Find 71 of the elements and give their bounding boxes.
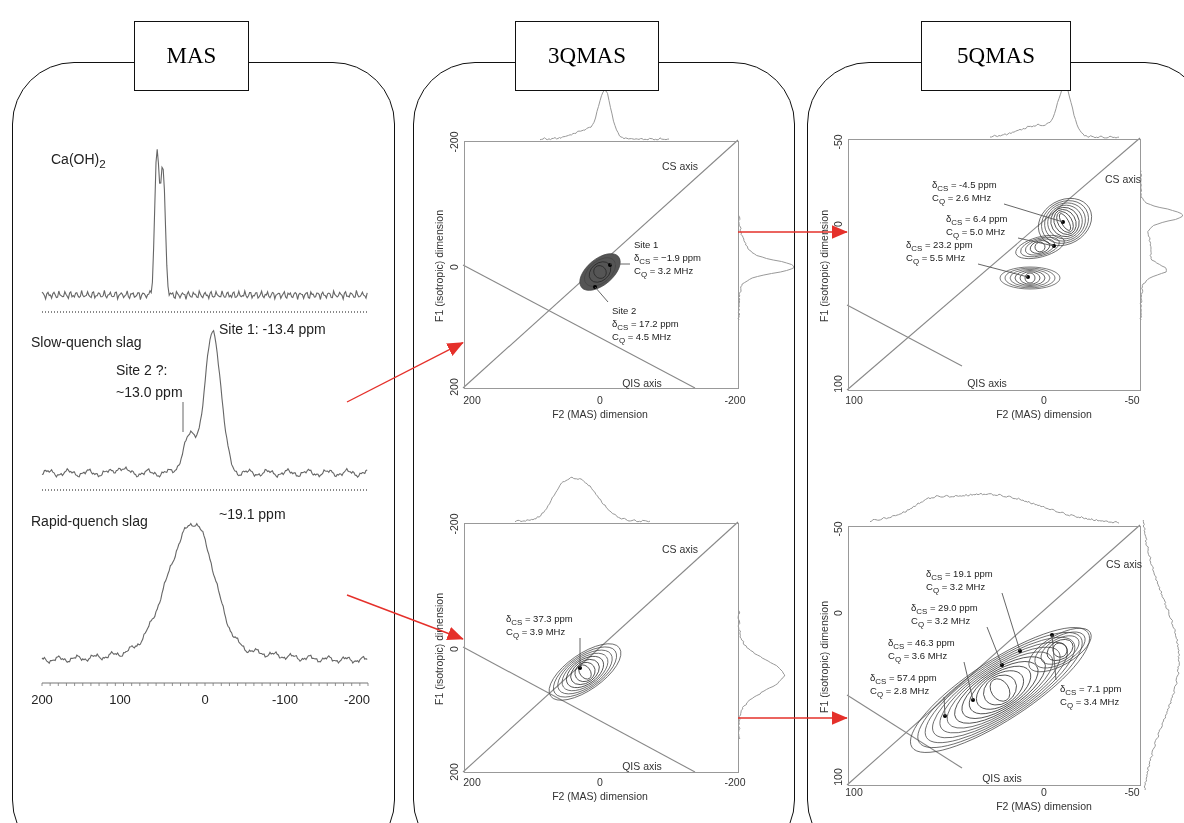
axis-label: QIS axis	[967, 377, 1007, 389]
tick-label: 200	[31, 692, 53, 707]
spectrum-label: Slow-quench slag	[31, 334, 142, 350]
tick-label: 0	[832, 221, 844, 227]
tick-label: -50	[832, 134, 844, 150]
tick-label: -200	[724, 394, 746, 406]
axis-title: F2 (MAS) dimension	[552, 408, 648, 420]
arrow	[346, 342, 464, 403]
peak-label: Site 2 ?: ~13.0 ppm	[116, 361, 184, 402]
leader-line	[986, 626, 1003, 666]
leader-line	[1017, 237, 1055, 247]
tick-label: 100	[832, 375, 844, 393]
leader-line	[1001, 592, 1021, 652]
axis-label: QIS axis	[982, 772, 1022, 784]
axis-title: F1 (isotropic) dimension	[433, 210, 445, 322]
panel-title: 3QMAS	[515, 21, 659, 91]
tick-label: 100	[109, 692, 131, 707]
axis-label: CS axis	[1104, 173, 1142, 185]
tick-label: -50	[832, 521, 844, 537]
tick-label: 0	[597, 394, 603, 406]
tick-label: 200	[448, 763, 460, 781]
leader-line	[943, 696, 946, 717]
tick-label: 0	[448, 646, 460, 652]
axis-label: CS axis	[661, 160, 699, 172]
tick-label: 0	[832, 610, 844, 616]
axis-title: F2 (MAS) dimension	[552, 790, 648, 802]
tick-label: 200	[463, 776, 481, 788]
arrow	[737, 711, 848, 725]
annotation-text: Site 1	[634, 238, 659, 251]
leader-line	[609, 263, 631, 265]
tick-label: 0	[1041, 786, 1047, 798]
tick-label: 0	[1041, 394, 1047, 406]
axis-label: CS axis	[1105, 558, 1143, 570]
tick-label: 100	[832, 768, 844, 786]
tick-label: -200	[448, 513, 460, 535]
leader-line	[579, 637, 581, 669]
tick-label: 200	[448, 378, 460, 396]
spectrum-label: Rapid-quench slag	[31, 513, 148, 529]
arrow	[737, 225, 848, 239]
axis-label: CS axis	[661, 543, 699, 555]
tick-label: 0	[201, 692, 209, 707]
tick-label: -200	[344, 692, 370, 707]
axis-title: F1 (isotropic) dimension	[818, 210, 830, 322]
arrow	[346, 594, 464, 640]
tick-label: 0	[597, 776, 603, 788]
peak-label: Site 1: -13.4 ppm	[219, 321, 326, 337]
tick-label: 0	[448, 264, 460, 270]
axis-label: QIS axis	[622, 377, 662, 389]
peak-label: ~19.1 ppm	[219, 506, 286, 522]
axis-title: F2 (MAS) dimension	[996, 800, 1092, 812]
axis-title: F2 (MAS) dimension	[996, 408, 1092, 420]
leader-line	[182, 401, 184, 433]
tick-label: -50	[1124, 786, 1140, 798]
leader-line	[1003, 203, 1064, 223]
panel-title: 5QMAS	[921, 21, 1071, 91]
tick-label: 200	[463, 394, 481, 406]
leader-line	[963, 661, 974, 701]
axis-title: F1 (isotropic) dimension	[818, 601, 830, 713]
panel-title: MAS	[134, 21, 249, 91]
tick-label: -200	[724, 776, 746, 788]
axis-title: F1 (isotropic) dimension	[433, 593, 445, 705]
spectrum-label: Ca(OH)$_{2}$	[51, 151, 106, 170]
tick-label: -100	[272, 692, 298, 707]
axis-label: QIS axis	[622, 760, 662, 772]
leader-line	[594, 286, 609, 303]
tick-label: 100	[845, 394, 863, 406]
annotation-text: Site 2	[612, 304, 637, 317]
leader-line	[977, 263, 1029, 278]
tick-label: -50	[1124, 394, 1140, 406]
tick-label: 100	[845, 786, 863, 798]
tick-label: -200	[448, 131, 460, 153]
